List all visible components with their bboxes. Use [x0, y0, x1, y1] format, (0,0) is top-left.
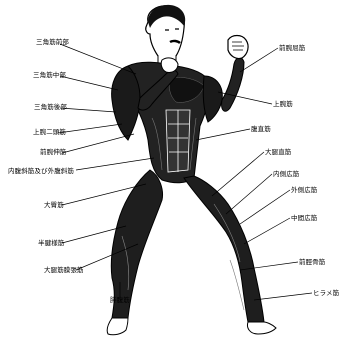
label-deltoid-anterior: 三角筋前部: [36, 38, 69, 46]
label-triceps: 上腕筋: [273, 100, 293, 108]
label-obliques: 内腹斜筋及び外腹斜筋: [8, 167, 74, 175]
label-vastus-lateralis: 外側広筋: [291, 186, 317, 194]
label-forearm-extensors: 前腕伸筋: [40, 148, 66, 156]
right-arm: [203, 36, 248, 123]
label-semitendinosus: 半腱様筋: [38, 239, 64, 247]
label-tensor-fasciae-latae: 大腿筋膜張筋: [44, 266, 84, 274]
label-forearm-flexors: 前腕屈筋: [279, 44, 305, 52]
left-leg: [107, 170, 162, 335]
label-vastus-intermedius: 中間広筋: [291, 214, 317, 222]
right-leg: [184, 176, 276, 334]
label-gluteus-maximus: 大臀筋: [44, 201, 64, 209]
label-gastrocnemius: 腓腹筋: [110, 296, 130, 304]
label-biceps: 上腕二頭筋: [33, 128, 66, 136]
label-rectus-femoris: 大腿直筋: [265, 148, 291, 156]
label-vastus-medialis: 内側広筋: [273, 170, 299, 178]
label-tibialis-anterior: 前脛骨筋: [299, 258, 325, 266]
label-rectus-abdominis: 腹直筋: [251, 125, 271, 133]
label-soleus: ヒラメ筋: [313, 289, 339, 297]
label-deltoid-posterior: 三角筋後部: [34, 103, 67, 111]
label-deltoid-middle: 三角筋中部: [33, 71, 66, 79]
